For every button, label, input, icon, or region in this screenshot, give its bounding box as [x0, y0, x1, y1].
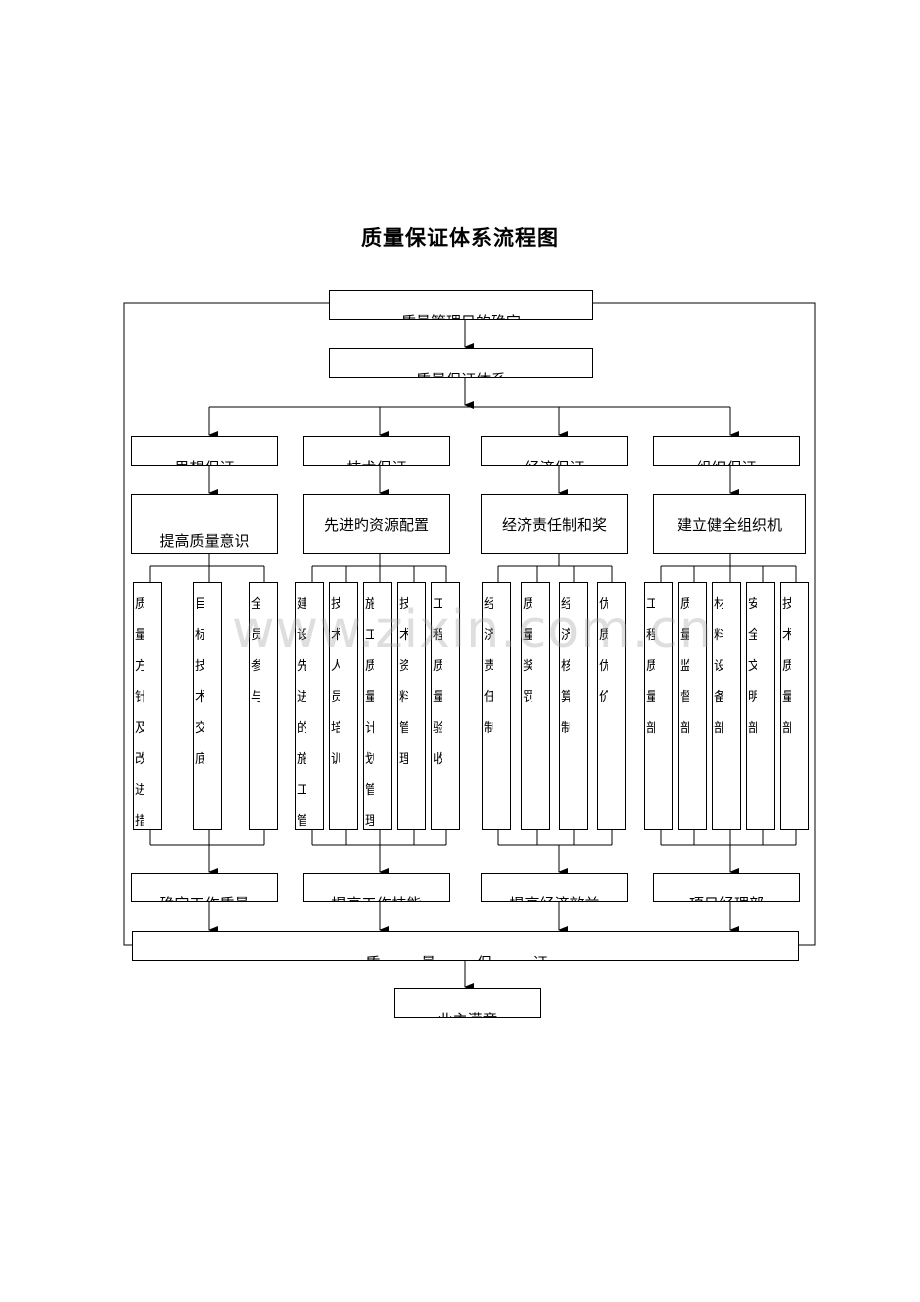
measure-text: 施工质量计划管理	[365, 589, 374, 829]
branch-label: 技术保证	[304, 457, 449, 465]
measure-text: 质量方针及改进措施	[135, 589, 144, 829]
measure-column: 全员参与	[249, 582, 278, 830]
branch-item-box: 先进旳资源配置	[303, 494, 450, 554]
final-label: 业主满意	[395, 1009, 540, 1017]
measure-text: 质量监督部	[680, 589, 689, 829]
branch-item: 先进旳资源配置	[323, 515, 429, 534]
system-box: 质量保证体系	[329, 348, 593, 378]
measure-text: 材料设备部	[714, 589, 723, 829]
system-label: 质量保证体系	[330, 369, 592, 377]
measure-text: 建设先进的施工管理	[297, 589, 306, 829]
measure-column: 安全文明部	[746, 582, 775, 830]
measure-text: 安全文明部	[748, 589, 757, 829]
branch-label-box: 经济保证	[481, 436, 628, 466]
measure-column: 经济核算制	[559, 582, 588, 830]
branch-label: 经济保证	[482, 457, 627, 465]
measure-text: 工程质量部	[646, 589, 655, 829]
branch-item-box: 提高质量意识	[131, 494, 278, 554]
measure-column: 质量方针及改进措施	[133, 582, 162, 830]
measure-column: 技术质量部	[780, 582, 809, 830]
result-label: 提高经济效益	[482, 893, 627, 901]
measure-column: 目标技术交底	[193, 582, 222, 830]
measure-text: 优质优价	[599, 589, 608, 829]
measure-column: 经济责任制	[482, 582, 511, 830]
result-label: 项目经理部	[654, 893, 799, 901]
measure-text: 工程质量验收	[433, 589, 442, 829]
measure-text: 目标技术交底	[195, 589, 204, 829]
measure-column: 建设先进的施工管理	[295, 582, 324, 830]
measure-column: 工程质量验收	[431, 582, 460, 830]
measure-text: 质量奖罚	[523, 589, 532, 829]
measure-text: 全员参与	[251, 589, 260, 829]
measure-text: 经济核算制	[561, 589, 570, 829]
branch-item: 提高质量意识	[159, 532, 250, 550]
page-title: 质量保证体系流程图	[361, 226, 559, 250]
policy-label: 质量管理目的确定	[330, 311, 592, 319]
measure-text: 技术资料管理	[399, 589, 408, 829]
result-box: 项目经理部	[653, 873, 800, 902]
result-box: 提高经济效益	[481, 873, 628, 902]
policy-box: 质量管理目的确定	[329, 290, 593, 320]
result-label: 提高工作技能	[304, 893, 449, 901]
result-box: 提高工作技能	[303, 873, 450, 902]
guarantee-box: 质 量 保 证	[132, 931, 799, 961]
branch-label-box: 思想保证	[131, 436, 278, 466]
measure-text: 经济责任制	[484, 589, 493, 829]
measure-column: 施工质量计划管理	[363, 582, 392, 830]
measure-text: 技术人员培训	[331, 589, 340, 829]
final-box: 业主满意	[394, 988, 541, 1018]
watermark: www.zixin.com.cn	[232, 600, 713, 660]
branch-item: 建立健全组织机	[676, 515, 782, 534]
branch-label: 思想保证	[132, 457, 277, 465]
branch-item-box: 经济责任制和奖	[481, 494, 628, 554]
result-label: 确定工作质量	[132, 893, 277, 901]
measure-column: 工程质量部	[644, 582, 673, 830]
measure-column: 材料设备部	[712, 582, 741, 830]
measure-column: 技术资料管理	[397, 582, 426, 830]
guarantee-label: 质 量 保 证	[133, 952, 798, 960]
branch-label-box: 组织保证	[653, 436, 800, 466]
measure-text: 技术质量部	[782, 589, 791, 829]
measure-column: 质量监督部	[678, 582, 707, 830]
branch-item: 经济责任制和奖	[501, 515, 607, 534]
measure-column: 质量奖罚	[521, 582, 550, 830]
measure-column: 技术人员培训	[329, 582, 358, 830]
branch-label: 组织保证	[654, 457, 799, 465]
branch-label-box: 技术保证	[303, 436, 450, 466]
result-box: 确定工作质量	[131, 873, 278, 902]
measure-column: 优质优价	[597, 582, 626, 830]
branch-item-box: 建立健全组织机	[653, 494, 806, 554]
